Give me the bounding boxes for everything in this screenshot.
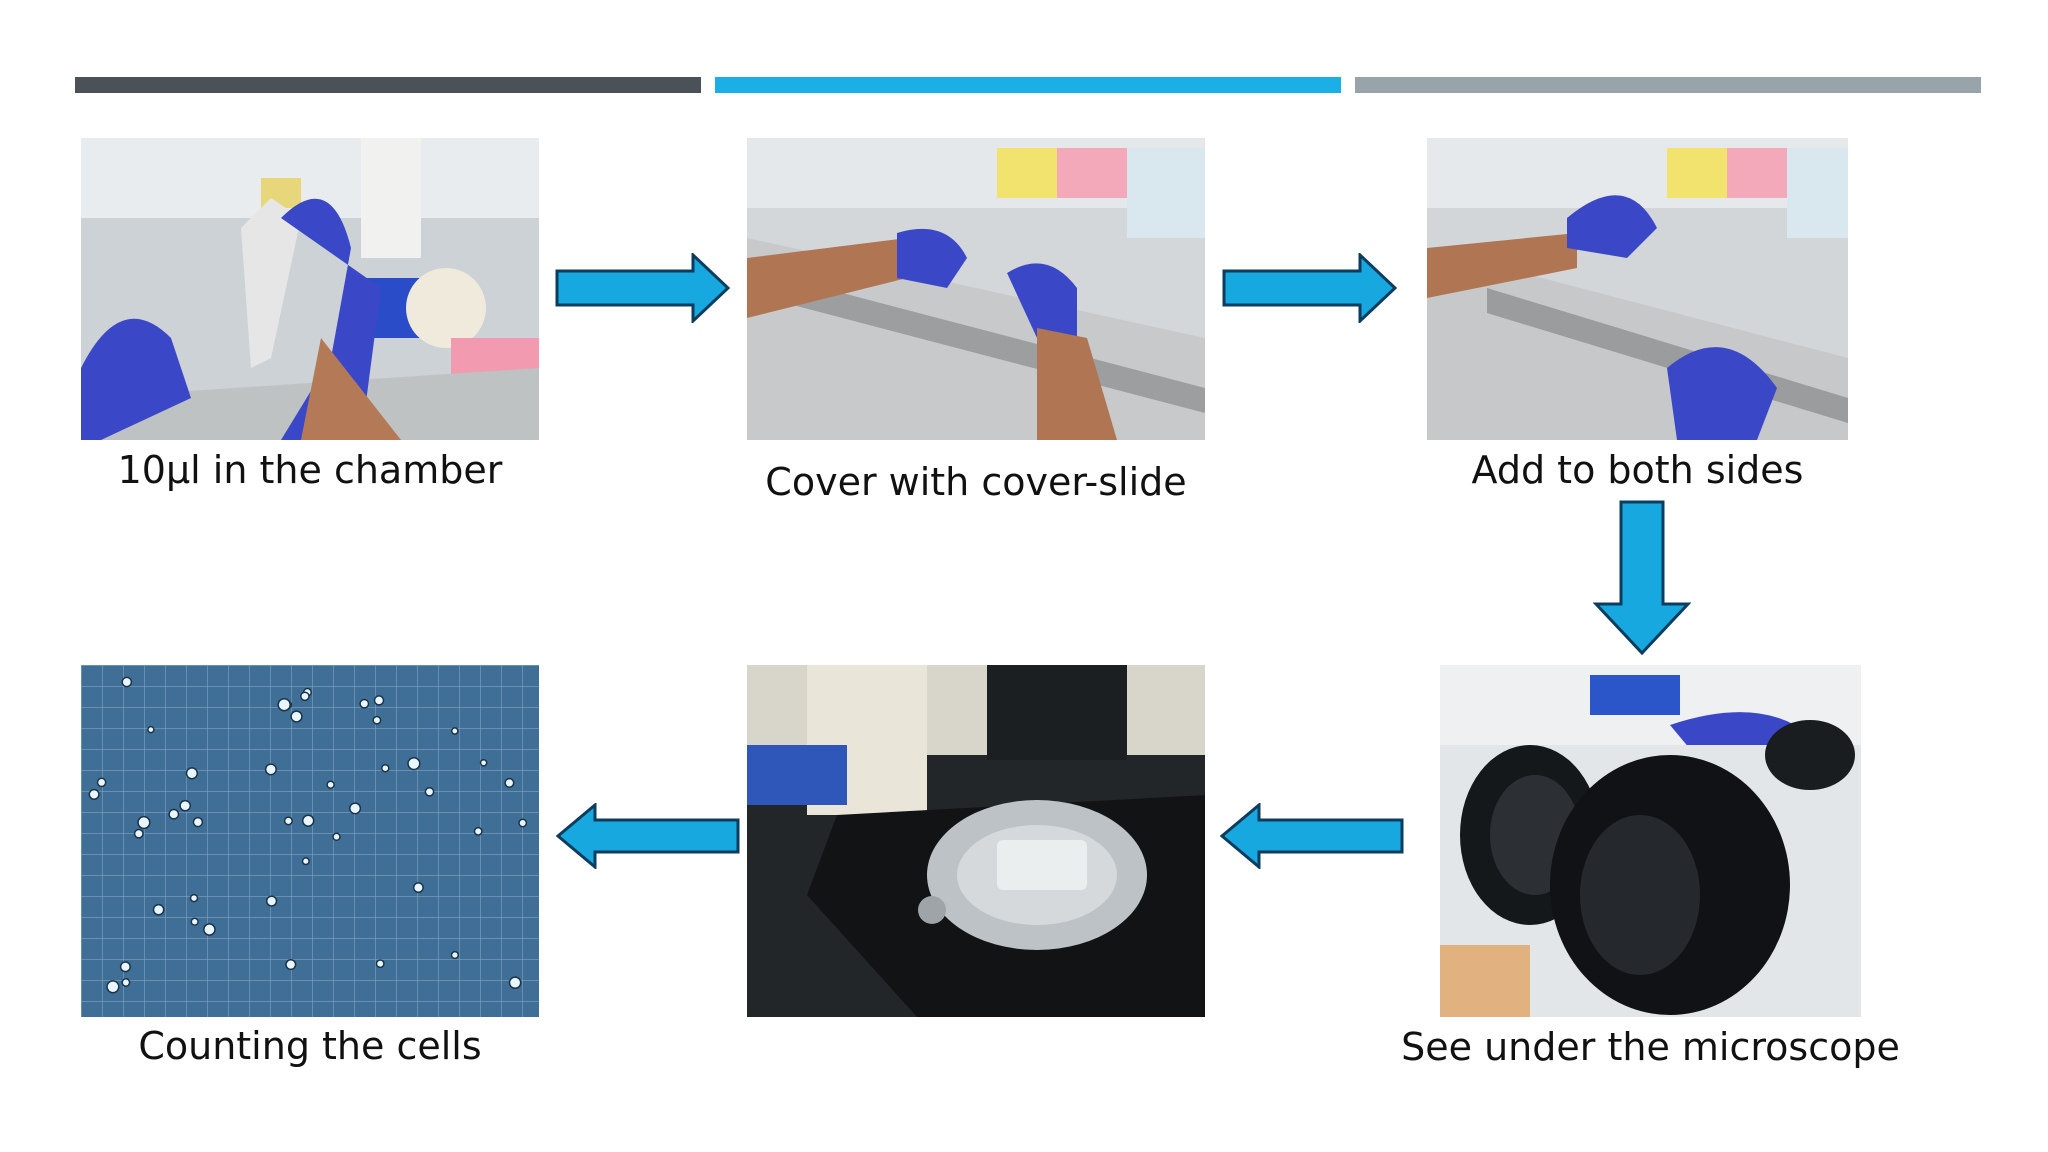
cell-dot [479, 758, 488, 767]
arrow-right-1 [555, 253, 731, 323]
cell-dot [179, 799, 192, 812]
cell-dot [283, 816, 293, 826]
cell-dot [359, 698, 370, 709]
step-caption-cover: Cover with cover-slide [765, 460, 1187, 504]
cell-dot [88, 788, 100, 800]
photo-microscope-stage [747, 665, 1205, 1017]
cell-dot [285, 959, 297, 971]
cell-dot [133, 828, 144, 839]
arrow-left-2 [555, 803, 741, 869]
cell-dot [190, 917, 199, 926]
photo-pipetting [81, 138, 539, 440]
step-caption-counting: Counting the cells [138, 1024, 482, 1068]
cell-dot [264, 763, 277, 776]
cell-dot [106, 980, 120, 994]
step-caption-chamber: 10μl in the chamber [117, 448, 503, 492]
cell-dot [372, 715, 382, 725]
cell-dot [373, 695, 385, 706]
cell-dot [300, 691, 310, 702]
photo-cover-slide [747, 138, 1205, 440]
step-caption-add-sides: Add to both sides [1471, 448, 1804, 492]
arrow-right-2 [1222, 253, 1398, 323]
cell-dot [192, 816, 204, 828]
arrow-left-1 [1219, 803, 1405, 869]
photo-counting-cells [81, 665, 539, 1017]
cell-dot [119, 961, 131, 973]
cell-dot [121, 978, 131, 987]
photo-add-sides [1427, 138, 1848, 440]
cell-dot [508, 976, 522, 990]
cell-dot [96, 777, 107, 788]
cell-dot [332, 832, 341, 842]
cell-dot [450, 950, 460, 960]
cell-dot [189, 893, 199, 903]
cell-dot [450, 727, 459, 735]
cell-dot [168, 808, 180, 820]
arrow-down [1593, 500, 1691, 656]
header-bar-blue [715, 77, 1341, 93]
cell-dot [473, 826, 483, 836]
cell-dot [412, 882, 424, 894]
step-caption-microscope: See under the microscope [1401, 1025, 1900, 1069]
cell-dot [301, 814, 315, 827]
cell-dot [504, 777, 515, 788]
header-bar-gray [1355, 77, 1981, 93]
cell-dot [203, 923, 216, 936]
cell-dot [424, 786, 435, 797]
cell-dot [277, 697, 291, 712]
header-bar-dark [75, 77, 701, 93]
cell-dot [290, 710, 303, 723]
cell-dot [265, 895, 278, 907]
cell-dot [381, 763, 390, 773]
cell-dot [147, 725, 155, 734]
cell-dot [301, 857, 310, 866]
cell-dot [326, 780, 335, 789]
cell-dot [152, 903, 165, 916]
cell-dot [349, 802, 362, 815]
cell-dot [518, 818, 528, 828]
cell-dot [407, 756, 421, 771]
photo-microscope [1440, 665, 1861, 1017]
cell-dot [185, 767, 199, 780]
cell-dot [137, 815, 151, 830]
cell-dot [121, 676, 133, 688]
cell-dot [375, 959, 385, 969]
